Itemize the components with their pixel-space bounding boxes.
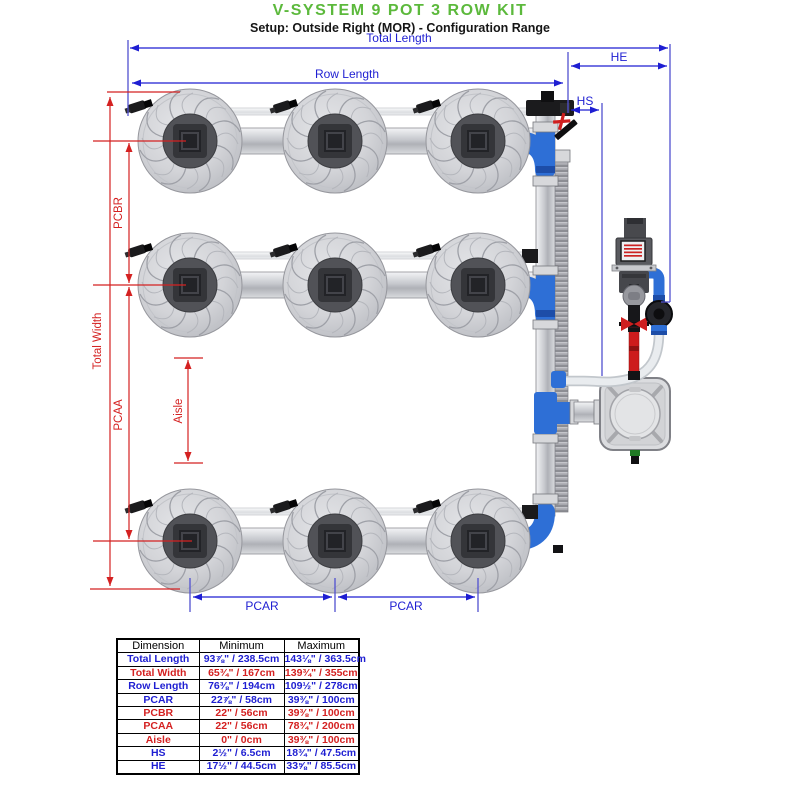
pcaa-label: PCAA <box>113 399 125 431</box>
cell-dim: PCAA <box>116 719 200 734</box>
manifold-tee-row2 <box>522 249 538 263</box>
cell-dim: Aisle <box>116 732 200 748</box>
reservoir-feed <box>534 392 603 434</box>
cell-min: 76⅜" / 194cm <box>198 679 285 694</box>
cell-min: 65¾" / 167cm <box>198 665 285 681</box>
cell-max: 139¾" / 355cm <box>283 665 360 681</box>
pump-assembly <box>551 218 673 388</box>
cell-dim: HS <box>116 746 200 761</box>
cell-min: 2½" / 6.5cm <box>198 746 285 761</box>
cell-max: 39⅜" / 100cm <box>283 705 360 721</box>
cell-min: 93⅞" / 238.5cm <box>198 652 285 667</box>
cell-dim: Total Width <box>116 665 200 681</box>
col-minimum: Minimum <box>198 638 285 654</box>
red-feed-pipe <box>628 327 640 379</box>
total-width-label: Total Width <box>92 313 104 370</box>
cell-max: 143⅛" / 363.5cm <box>283 652 366 667</box>
cell-min: 0" / 0cm <box>198 732 285 748</box>
cell-max: 39⅜" / 100cm <box>283 692 360 707</box>
pcar-left-label: PCAR <box>245 599 279 613</box>
red-valve-handle <box>621 317 634 331</box>
cell-max: 78¾" / 200cm <box>283 719 360 734</box>
manifold-tee-row3 <box>522 505 538 519</box>
cell-min: 22⅞" / 58cm <box>198 692 285 707</box>
cell-dim: Row Length <box>116 679 200 694</box>
col-maximum: Maximum <box>283 638 360 654</box>
cell-dim: PCBR <box>116 705 200 721</box>
table-header-row: Dimension Minimum Maximum <box>116 638 360 654</box>
row-length-label: Row Length <box>315 67 379 81</box>
cell-dim: HE <box>116 759 200 775</box>
reservoir-lid <box>609 388 661 440</box>
manifold-top-fitting <box>526 91 574 116</box>
aisle-label: Aisle <box>173 399 185 424</box>
pcar-right-label: PCAR <box>389 599 423 613</box>
cell-min: 22" / 56cm <box>198 719 285 734</box>
total-length-label: Total Length <box>366 31 431 45</box>
cell-min: 22" / 56cm <box>198 705 285 721</box>
dimensions: Total Length HE Row Length HS PCAR PCAR … <box>90 31 671 613</box>
system-diagram: Total Length HE Row Length HS PCAR PCAR … <box>90 31 673 613</box>
cell-dim: PCAR <box>116 692 200 707</box>
hs-label: HS <box>577 94 594 108</box>
pot-grid <box>123 89 530 593</box>
cell-max: 33⅝" / 85.5cm <box>283 759 360 775</box>
cell-max: 39⅜" / 100cm <box>283 732 360 748</box>
cell-max: 109½" / 278cm <box>283 679 360 694</box>
reservoir <box>599 377 671 464</box>
cell-dim: Total Length <box>116 652 200 667</box>
page-subtitle: Setup: Outside Right (MOR) - Configurati… <box>250 21 550 35</box>
reservoir-drain-fitting <box>630 450 640 456</box>
page-title: V-SYSTEM 9 POT 3 ROW KIT <box>272 2 528 19</box>
controller-display <box>620 240 646 262</box>
pcbr-label: PCBR <box>113 197 125 229</box>
he-label: HE <box>611 50 628 64</box>
cell-max: 18¾" / 47.5cm <box>283 746 360 761</box>
cell-min: 17½" / 44.5cm <box>198 759 285 775</box>
col-dimension: Dimension <box>116 638 200 654</box>
bleed-valve <box>553 112 578 140</box>
return-hose <box>554 159 569 513</box>
